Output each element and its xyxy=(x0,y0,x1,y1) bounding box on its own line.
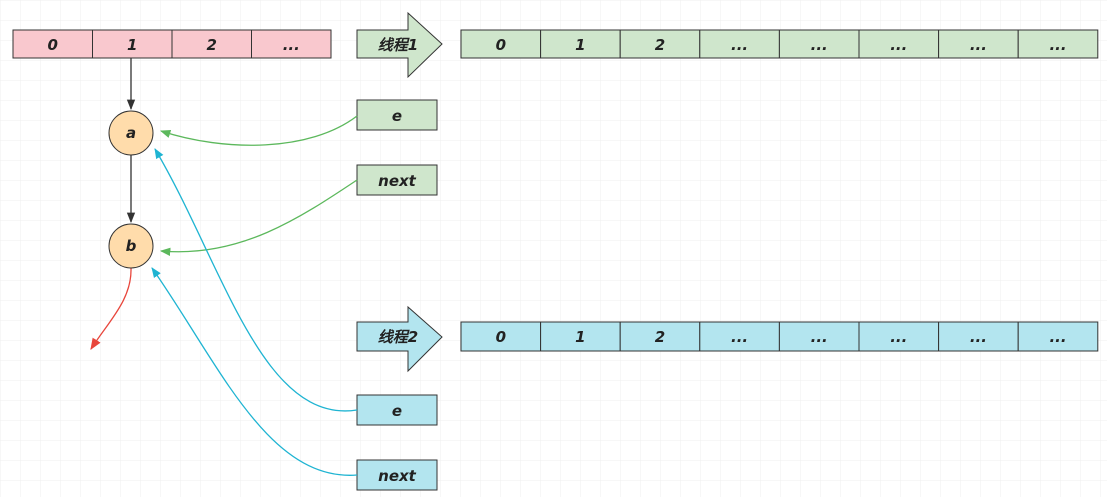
thread1-array-cell xyxy=(858,29,940,59)
thread1-arrow-shape xyxy=(356,11,443,79)
thread2-array-cell-label: 2 xyxy=(655,328,665,346)
node-a: a xyxy=(108,110,154,156)
thread1-e-label: e xyxy=(392,107,402,125)
thread2-array-cell xyxy=(699,321,780,352)
node-a-circle xyxy=(108,110,154,156)
main-array: 0 1 2 ... xyxy=(12,29,332,59)
edge-thread2-e-to-a xyxy=(154,148,358,412)
thread2-array-cell-label: 0 xyxy=(496,328,506,346)
thread2-array-cell-label: ... xyxy=(811,328,828,346)
main-array-cell xyxy=(251,29,332,59)
thread2-e-box: e xyxy=(356,394,438,426)
node-a-label: a xyxy=(126,124,136,142)
thread2-e-label: e xyxy=(392,402,402,420)
thread2-array-cell-label: 1 xyxy=(575,328,585,346)
main-array-cell-label: ... xyxy=(283,36,300,54)
thread1-array-cell xyxy=(778,29,860,59)
thread1-e-box: e xyxy=(356,99,438,131)
thread2-array-cell xyxy=(460,321,542,352)
thread2-e-rect xyxy=(356,394,438,426)
thread2-array-cell xyxy=(540,321,621,352)
thread2-array-cell-label: ... xyxy=(970,328,987,346)
thread2-array-cell xyxy=(938,321,1019,352)
thread1-array-cell xyxy=(1017,29,1099,59)
edge-thread1-next-to-b xyxy=(159,179,358,256)
node-b: b xyxy=(108,223,154,269)
main-array-cell-label: 0 xyxy=(48,36,58,54)
thread2-label: 线程2 xyxy=(378,328,418,346)
thread1-next-box: next xyxy=(356,164,438,196)
thread1-array-cell-label: ... xyxy=(1049,36,1066,54)
main-array-cell xyxy=(92,29,173,59)
edge-b-next-red xyxy=(90,267,132,350)
thread2-array: 0 1 2 ... ... ... ... ... xyxy=(460,321,1099,352)
thread1-array-cell-label: 0 xyxy=(496,36,506,54)
thread1-next-label: next xyxy=(378,172,417,190)
node-b-label: b xyxy=(126,237,137,255)
thread2-next-box: next xyxy=(356,459,438,491)
thread1-e-rect xyxy=(356,99,438,131)
thread2-array-cell-label: ... xyxy=(890,328,907,346)
thread1-next-rect xyxy=(356,164,438,196)
thread2-array-cell xyxy=(619,321,701,352)
thread2-next-label: next xyxy=(378,467,417,485)
thread2-arrow: 线程2 xyxy=(356,305,443,373)
thread1-array-cell-label: ... xyxy=(970,36,987,54)
edge-thread1-e-to-a xyxy=(160,115,358,146)
thread1-arrow: 线程1 xyxy=(356,11,443,79)
main-array-cell xyxy=(171,29,252,59)
thread1-array-cell-label: 1 xyxy=(575,36,585,54)
thread1-array-cell-label: 2 xyxy=(655,36,665,54)
main-array-cell-label: 1 xyxy=(127,36,137,54)
thread2-next-rect xyxy=(356,459,438,491)
thread2-array-cell xyxy=(778,321,860,352)
node-b-circle xyxy=(108,223,154,269)
edge-thread2-next-to-b xyxy=(151,267,358,476)
thread1-array-cell xyxy=(699,29,780,59)
main-array-cell xyxy=(12,29,93,59)
thread1-array-cell-label: ... xyxy=(811,36,828,54)
thread2-arrow-shape xyxy=(356,305,443,373)
thread2-array-cell-label: ... xyxy=(1049,328,1066,346)
thread1-label: 线程1 xyxy=(378,36,418,54)
thread1-array-cell xyxy=(619,29,701,59)
thread1-array: 0 1 2 ... ... ... ... ... xyxy=(460,29,1099,59)
thread2-array-cell xyxy=(1017,321,1099,352)
thread2-array-cell-label: ... xyxy=(731,328,748,346)
thread1-array-cell-label: ... xyxy=(731,36,748,54)
thread1-array-cell-label: ... xyxy=(890,36,907,54)
main-array-cell-label: 2 xyxy=(207,36,217,54)
